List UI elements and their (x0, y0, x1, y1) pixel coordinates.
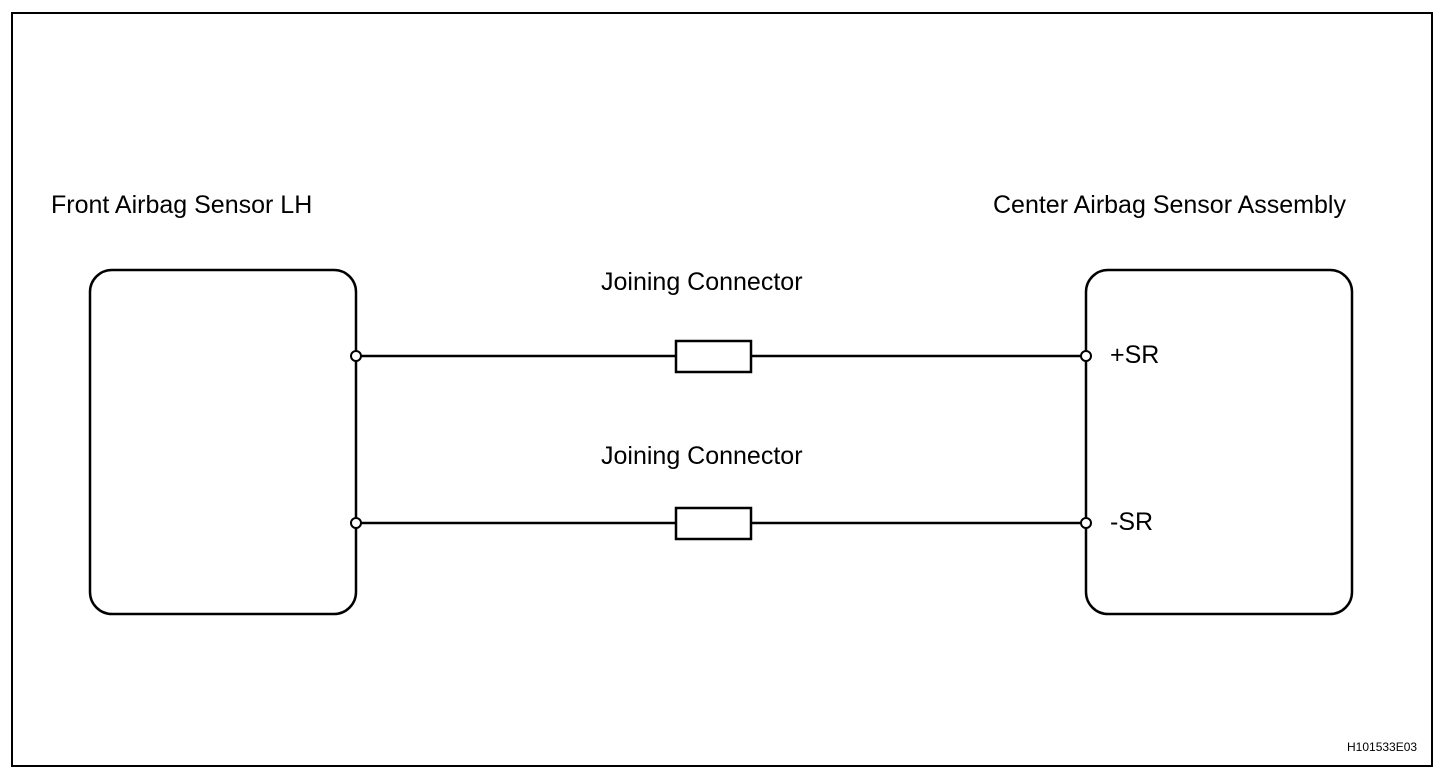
center-airbag-sensor-box (1084, 268, 1354, 616)
terminal-negative-label: -SR (1110, 508, 1154, 536)
terminal-right-positive (1080, 350, 1092, 362)
left-component-label: Front Airbag Sensor LH (51, 191, 313, 219)
terminal-left-lower (350, 517, 362, 529)
right-component-label: Center Airbag Sensor Assembly (993, 191, 1346, 219)
joining-connector-1-symbol (674, 339, 753, 374)
front-airbag-sensor-box (88, 268, 358, 616)
terminal-positive-label: +SR (1110, 341, 1160, 369)
figure-code: H101533E03 (1347, 740, 1418, 754)
terminal-right-negative (1080, 517, 1092, 529)
joining-connector-1-label: Joining Connector (601, 268, 803, 296)
joining-connector-2-label: Joining Connector (601, 442, 803, 470)
diagram-frame (11, 12, 1433, 767)
terminal-left-upper (350, 350, 362, 362)
joining-connector-2-symbol (674, 506, 753, 541)
